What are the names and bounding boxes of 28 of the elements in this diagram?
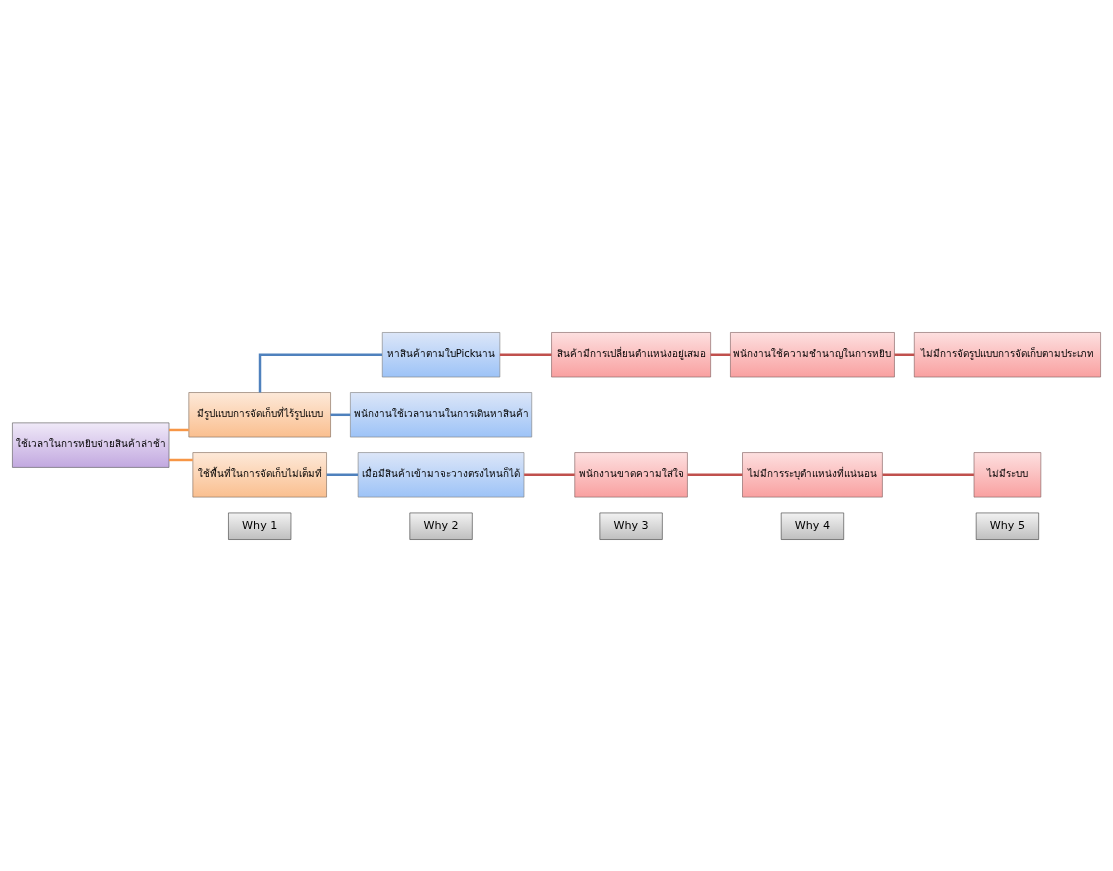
connector xyxy=(524,473,575,476)
node-box: เมื่อมีสินค้าเข้ามาจะวางตรงไหนก็ได้ xyxy=(357,451,525,497)
connector xyxy=(499,353,552,356)
connector xyxy=(169,458,193,461)
connector xyxy=(258,353,383,392)
node-box: พนักงานขาดความใส่ใจ xyxy=(574,451,688,497)
connector xyxy=(169,428,189,431)
connector xyxy=(330,413,351,416)
node-box: ใช้เวลาในการหยิบจ่ายสินค้าล่าช้า xyxy=(12,422,170,468)
node-box: Why 4 xyxy=(780,512,844,540)
node-box: พนักงานใช้ความชำนาญในการหยิบ xyxy=(730,331,895,377)
node-box: ไม่มีการระบุตำแหน่งที่แน่นอน xyxy=(742,451,883,497)
node-box: สินค้ามีการเปลี่ยนตำแหน่งอยู่เสมอ xyxy=(551,331,711,377)
connector xyxy=(710,353,731,356)
node-box: Why 2 xyxy=(409,512,473,540)
node-box: Why 5 xyxy=(975,512,1039,540)
node-box: Why 3 xyxy=(599,512,663,540)
node-box: หาสินค้าตามใบPickนาน xyxy=(381,331,501,377)
connector xyxy=(882,473,974,476)
connector xyxy=(326,473,358,476)
connector xyxy=(894,353,915,356)
node-box: Why 1 xyxy=(228,512,292,540)
connector xyxy=(687,473,743,476)
node-box: ใช้พื้นที่ในการจัดเก็บไม่เต็มที่ xyxy=(192,451,327,497)
node-box: มีรูปแบบการจัดเก็บที่ไร้รูปแบบ xyxy=(188,391,331,437)
node-box: ไม่มีระบบ xyxy=(973,451,1042,497)
node-box: พนักงานใช้เวลานานในการเดินหาสินค้า xyxy=(350,391,533,437)
node-box: ไม่มีการจัดรูปแบบการจัดเก็บตามประเภท xyxy=(913,331,1101,377)
